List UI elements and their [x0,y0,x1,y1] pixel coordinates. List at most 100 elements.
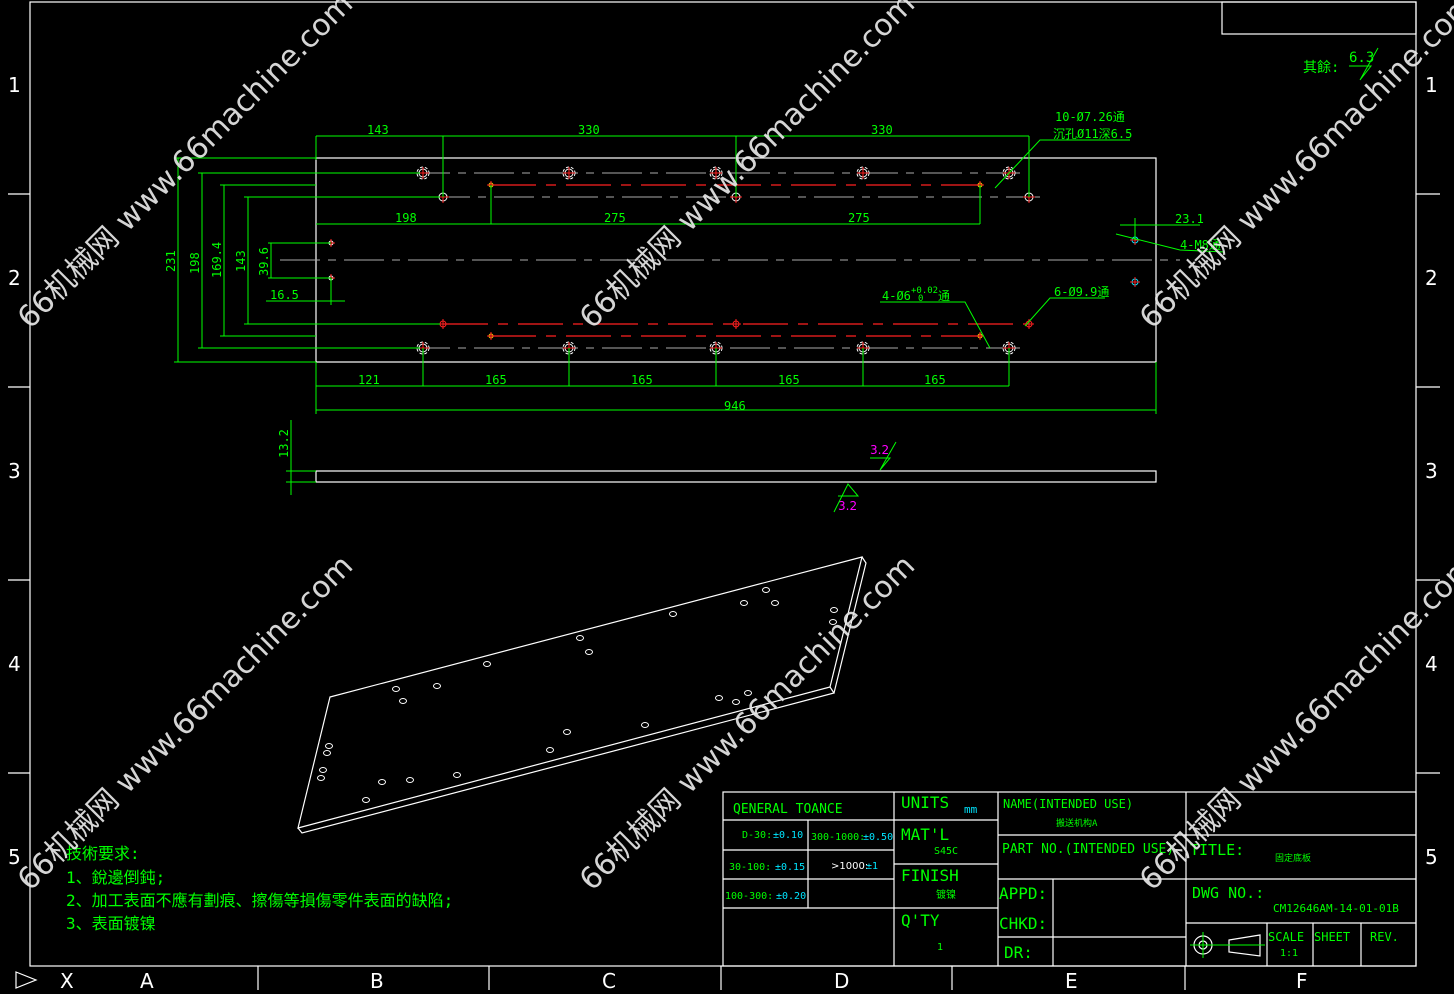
qty-label: Q'TY [901,911,940,930]
note-1: 1、銳邊倒鈍; [66,868,165,887]
roughness-value: 6.3 [1349,50,1374,66]
callout-m8: 4-M8通 [1180,238,1221,252]
dim-39-6: 39.6 [257,247,271,276]
tol-range-3: 30-100: [729,862,771,873]
tol-value-4: ±1 [866,861,878,872]
dwg-no-label: DWG NO.: [1192,884,1264,902]
roughness-top: 3.2 [870,443,889,457]
watermark: 66机械网 www.66machine.com [11,0,360,336]
dim-275-b: 275 [848,211,870,225]
scale-label: SCALE [1268,930,1304,944]
watermark: 66机械网 www.66machine.com [1133,548,1454,897]
dim-946: 946 [724,399,746,413]
material-label: MAT'L [901,825,949,844]
title-block: QENERAL TOANCE D-30: ±0.10 300-1000: ±0.… [722,791,1417,967]
tol-value-1: ±0.10 [773,830,803,841]
dim-330-a: 330 [578,123,600,137]
roughness-symbol-icon [1349,47,1379,81]
zone-row-4-right: 4 [1425,652,1438,676]
callout-9-9-holes: 6-Ø9.9通 [1054,285,1109,299]
callout-pin-suffix: 通 [938,289,950,303]
hole-icon [976,332,984,340]
iso-hole-icon [392,686,400,692]
tol-value-3: ±0.15 [775,862,805,873]
iso-hole-icon [378,779,386,785]
dim-121: 121 [358,373,380,387]
iso-hole-icon [325,743,333,749]
roughness-bottom: 3.2 [838,499,857,513]
dimension-lines [174,135,1226,414]
units-value: mm [964,803,978,816]
watermark: 66机械网 www.66machine.com [1133,0,1454,336]
dim-165-c: 165 [778,373,800,387]
zone-row-1-right: 1 [1425,73,1438,97]
hole-icon [562,166,576,180]
iso-hole-icon [546,747,554,753]
zone-col-d: D [834,969,849,993]
watermarks: 66机械网 www.66machine.com 66机械网 www.66mach… [11,0,1454,898]
units-label: UNITS [901,793,949,812]
zone-row-3: 3 [8,459,21,483]
iso-hole-icon [563,729,571,735]
dwg-no-value: CM12646AM-14-01-01B [1273,902,1399,915]
roughness-label: 其餘: [1303,59,1339,76]
callout-pin-tol-lower: 0 [918,294,923,304]
hole-icon [487,332,495,340]
iso-hole-icon [771,600,779,606]
side-view: 13.2 3.2 3.2 [277,420,1157,513]
note-2: 2、加工表面不應有劃痕、擦傷等損傷零件表面的缺陷; [66,891,453,910]
isometric-view [297,556,867,834]
tol-range-5: 100-300: [725,891,773,902]
scale-value: 1:1 [1280,948,1298,959]
dim-198-v: 198 [188,252,202,274]
hole-icon [709,166,723,180]
zone-row-5-right: 5 [1425,845,1438,869]
callout-pin-tol-upper: +0.02 [911,286,938,296]
iso-hole-icon [317,775,325,781]
general-tolerance-label: QENERAL TOANCE [733,802,843,817]
technical-notes: 技術要求: 1、銳邊倒鈍; 2、加工表面不應有劃痕、擦傷等損傷零件表面的缺陷; … [66,844,453,933]
part-no-label: PART NO.(INTENDED USE) [1002,842,1174,857]
name-value: 搬送机构A [1056,817,1098,829]
title-label: TITLE: [1190,841,1244,859]
projection-symbol-icon [1190,932,1265,958]
finish-label: FINISH [901,866,959,885]
zone-row-1: 1 [8,73,21,97]
dim-23-1: 23.1 [1175,212,1204,226]
material-value: S45C [934,846,958,857]
iso-hole-icon [715,695,723,701]
watermark: 66机械网 www.66machine.com [573,0,922,336]
zone-row-4: 4 [8,652,21,676]
iso-hole-icon [483,661,491,667]
sheet-label: SHEET [1314,930,1350,944]
hole-icon [731,319,741,329]
hole-icon [1130,277,1140,287]
tol-range-4: >1000: [831,861,868,872]
note-3: 3、表面镀镍 [66,914,156,933]
dim-165-a: 165 [485,373,507,387]
callout-counterbore-holes: 10-Ø7.26通 [1055,110,1125,124]
hole-icon [1024,319,1034,329]
dim-165-b: 165 [631,373,653,387]
zone-col-e: E [1065,969,1078,993]
iso-hole-icon [323,750,331,756]
dim-330-b: 330 [871,123,893,137]
iso-hole-icon [319,767,327,773]
dim-165-d: 165 [924,373,946,387]
zone-row-2: 2 [8,266,21,290]
tol-value-2: ±0.50 [863,832,893,843]
watermark: 66机械网 www.66machine.com [11,548,360,897]
dim-275-a: 275 [604,211,626,225]
zone-corner: X [60,969,74,993]
iso-hole-icon [576,635,584,641]
dim-231: 231 [164,250,178,272]
hole-icon [856,166,870,180]
top-view: 143 330 330 198 275 275 121 165 165 165 … [164,110,1226,414]
iso-hole-icon [641,722,649,728]
iso-hole-icon [399,698,407,704]
tol-value-5: ±0.20 [776,891,806,902]
callout-counterbore-depth: 沉孔Ø11深6.5 [1053,127,1132,141]
appd-label: APPD: [999,884,1047,903]
zone-col-f: F [1296,969,1308,993]
